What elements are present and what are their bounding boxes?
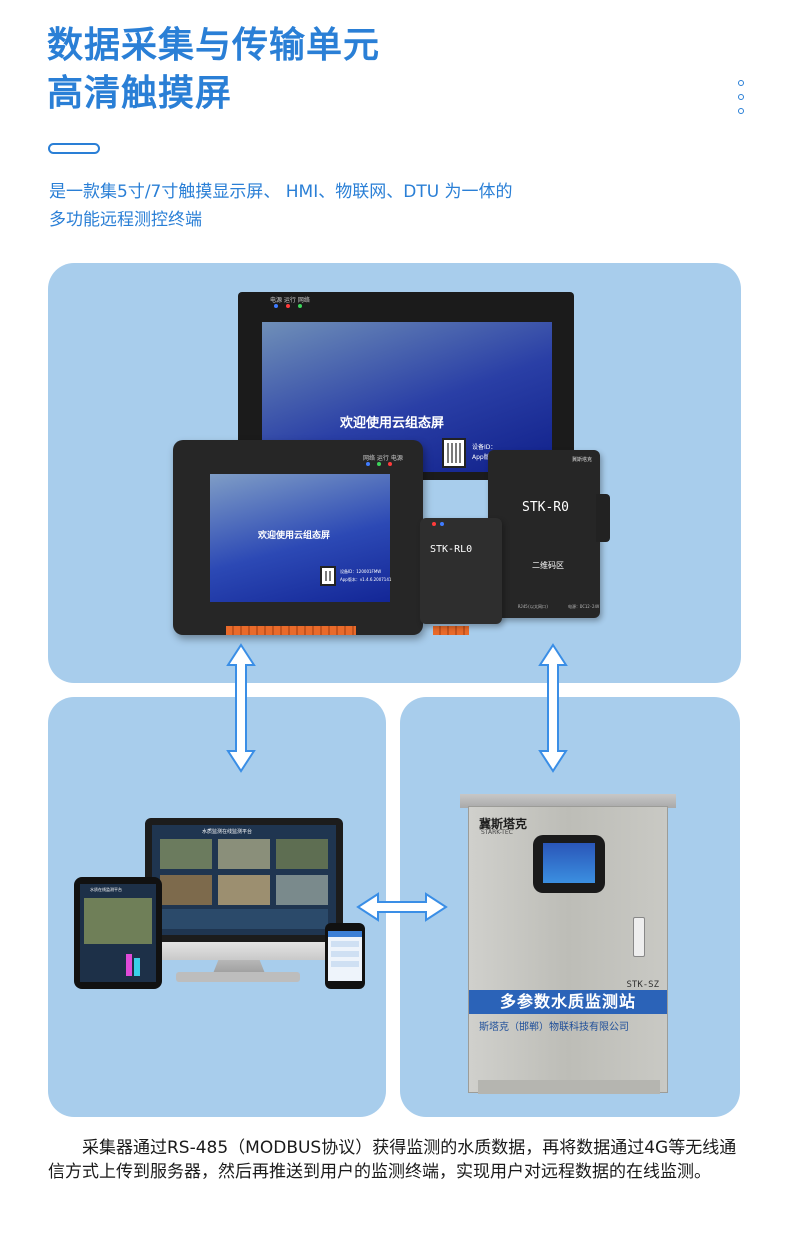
large-screen-device-id: 设备ID： [472, 444, 497, 451]
cabinet-model: STK-SZ [626, 980, 659, 990]
list-item [331, 961, 359, 967]
small-screen-app-version: App版本：v1.4.6.2007141 [340, 577, 392, 582]
video-thumbnail [218, 875, 270, 905]
small-screen-display: 欢迎使用云组态屏 设备ID：120001FMW App版本：v1.4.6.200… [210, 474, 392, 602]
status-bar [160, 909, 328, 929]
tablet-screen: 水质在线监测平台 [80, 884, 156, 982]
terminal-block [226, 626, 356, 635]
r0-ethernet-label: RJ45(以太网口) [518, 604, 549, 609]
phone-header [328, 931, 362, 937]
cabinet-base [478, 1080, 660, 1094]
cabinet-brand-sub: STARK-TEC [481, 829, 513, 836]
small-screen-led-labels: 网络 运行 电源 [363, 455, 403, 462]
small-screen-welcome: 欢迎使用云组态屏 [258, 531, 331, 541]
description-paragraph: 采集器通过RS-485（MODBUS协议）获得监测的水质数据，再将数据通过4G等… [48, 1138, 737, 1182]
company-name: 斯塔克（邯郸）物联科技有限公司 [479, 1022, 629, 1033]
title-line-1: 数据采集与传输单元 [47, 25, 381, 66]
r0-model-label: STK-R0 [522, 500, 569, 515]
cabinet-roof [460, 794, 676, 808]
double-arrow-horizontal-icon [356, 892, 448, 922]
terminal-block [433, 626, 469, 635]
double-arrow-vertical-icon [538, 643, 568, 773]
title-line-2: 高清触摸屏 [47, 73, 233, 114]
small-screen-device-id: 设备ID：120001FMW [340, 569, 382, 574]
led-icon [286, 304, 290, 308]
page-title: 数据采集与传输单元 高清触摸屏 [47, 22, 380, 118]
platform-title: 水质监测在线监测平台 [202, 829, 253, 835]
desktop-monitor: 水质监测在线监测平台 [145, 818, 343, 942]
stk-rl0-collector: STK-RL0 [420, 518, 502, 624]
station-name: 多参数水质监测站 [469, 990, 667, 1014]
chart-bar [126, 954, 132, 976]
monitor-screen: 水质监测在线监测平台 [152, 825, 336, 935]
double-arrow-vertical-icon [226, 643, 256, 773]
phone-screen [328, 931, 362, 981]
rl0-model-label: STK-RL0 [430, 544, 473, 555]
qr-code-icon [442, 438, 466, 468]
subtitle-line-2: 多功能远程测控终端 [49, 210, 202, 230]
monitoring-cabinet: 冀斯塔克 STARK-TEC STK-SZ 多参数水质监测站 斯塔克（邯郸）物联… [468, 806, 668, 1093]
monitor-base [176, 972, 300, 982]
large-screen-app-version: App版本 [472, 454, 496, 461]
mounting-ear [596, 494, 610, 542]
subtitle-line-1: 是一款集5寸/7寸触摸显示屏、 HMI、物联网、DTU 为一体的 [49, 182, 513, 202]
video-thumbnail [218, 839, 270, 869]
title-underline-decoration [48, 143, 100, 154]
tablet-title: 水质在线监测平台 [90, 887, 122, 892]
large-screen-led-labels: 电源 运行 网络 [270, 297, 310, 304]
map-view [84, 898, 152, 944]
door-handle-icon [633, 917, 645, 957]
cabinet-touch-screen [533, 835, 605, 893]
list-item [331, 951, 359, 957]
list-item [331, 941, 359, 947]
r0-power-label: 电源：DC12-24V [568, 604, 600, 609]
tablet: 水质在线监测平台 [74, 877, 162, 989]
chart-bar [134, 958, 140, 976]
smartphone [325, 923, 365, 989]
r0-brand: 冀斯塔克 [572, 457, 593, 463]
subtitle: 是一款集5寸/7寸触摸显示屏、 HMI、物联网、DTU 为一体的 多功能远程测控… [49, 178, 513, 234]
video-thumbnail [160, 839, 212, 869]
led-icon [388, 462, 392, 466]
large-screen-welcome: 欢迎使用云组态屏 [340, 416, 445, 431]
small-touch-screen: 网络 运行 电源 欢迎使用云组态屏 设备ID：120001FMW App版本：v… [173, 440, 423, 635]
more-vertical-icon[interactable] [736, 80, 746, 114]
led-icon [432, 522, 436, 526]
r0-qr-area: 二维码区 [532, 561, 564, 570]
qr-code-icon [320, 566, 336, 586]
led-icon [298, 304, 302, 308]
led-icon [274, 304, 278, 308]
video-thumbnail [276, 839, 328, 869]
video-thumbnail [276, 875, 328, 905]
video-thumbnail [160, 875, 212, 905]
led-icon [366, 462, 370, 466]
stk-r0-dtu: 冀斯塔克 STK-R0 二维码区 RJ45(以太网口) 电源：DC12-24V [488, 450, 600, 618]
cabinet-brand: 冀斯塔克 [479, 817, 528, 831]
led-icon [440, 522, 444, 526]
large-screen-display: 欢迎使用云组态屏 设备ID： App版本 [262, 322, 552, 472]
led-icon [377, 462, 381, 466]
